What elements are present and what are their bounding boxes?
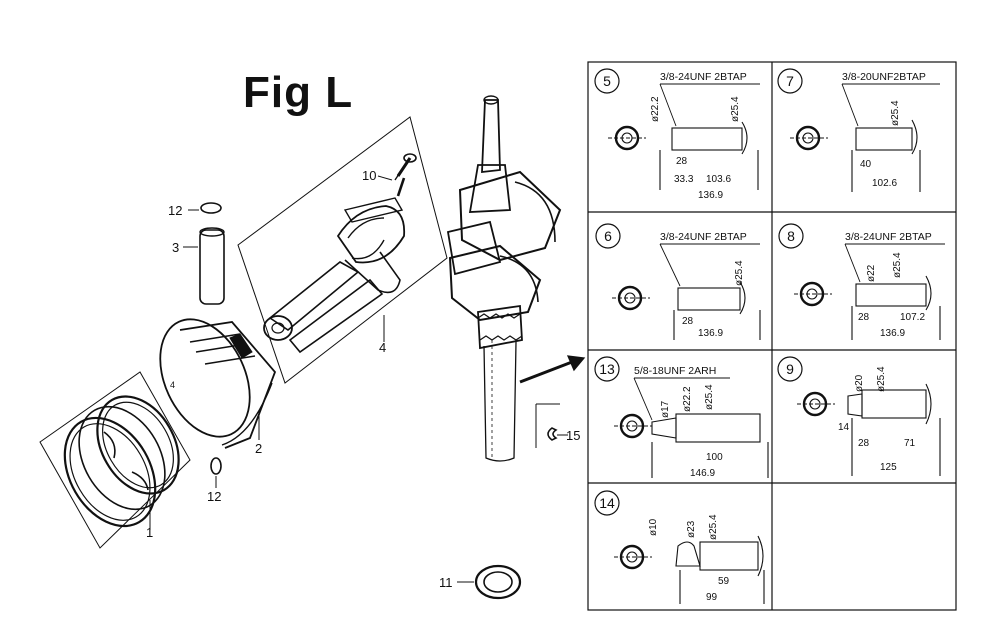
cell-13-dim-dia-17: ø17 [660,400,671,418]
connecting-rod-illustration [237,116,448,384]
cell-9-shaft-drawing [797,383,941,476]
cell-6-thread-label: 3/8-24UNF 2BTAP [660,231,747,243]
cell-7-dim-dia-25-4: ø25.4 [890,100,901,126]
crankshaft-options-grid [587,61,957,611]
callout-part-2: 2 [255,441,263,456]
cell-14-shaft-drawing [614,535,765,604]
cell-5-dim-33-3: 33.3 [674,174,694,185]
cell-13-dim-dia-25-4: ø25.4 [704,384,715,410]
callout-part-4: 4 [379,340,387,355]
crankshaft-illustration [446,95,562,462]
cell-5-thread-label: 3/8-24UNF 2BTAP [660,71,747,83]
pointer-arrow [519,355,586,384]
cell-5-dim-28: 28 [676,156,688,167]
cell-5-dim-136-9: 136.9 [698,190,723,201]
callout-part-11: 11 [439,575,453,590]
cell-7-shaft-drawing [790,119,921,192]
cell-8-number: 8 [787,228,795,244]
cell-6-shaft-drawing [612,281,761,340]
cell-5-dim-dia-25-4: ø25.4 [730,96,741,122]
cell-6-dim-28: 28 [682,316,694,327]
cell-14-dim-dia-23: ø23 [686,520,697,538]
cell-5-number: 5 [603,73,611,89]
figure-title: Fig L [243,68,354,117]
cell-9-dim-dia-25-4: ø25.4 [876,366,887,392]
cell-14-dim-dia-25-4: ø25.4 [708,514,719,540]
cell-6-number-circle [595,223,621,249]
callout-part-1: 1 [146,525,154,540]
cell-13-thread-label: 5/8-18UNF 2ARH [634,365,716,377]
cell-6-number: 6 [604,228,612,244]
cell-5-dim-103-6: 103.6 [706,174,731,185]
cell-8-dim-28: 28 [858,312,870,323]
cell-7-number-circle [777,68,803,94]
cell-8-dim-107-2: 107.2 [900,312,925,323]
cell-7-dim-102-6: 102.6 [872,178,897,189]
oil-seal-illustration [457,564,522,600]
callout-part-15: 15 [566,428,581,443]
cell-8-dim-dia-22: ø22 [866,264,877,282]
cell-5-shaft-drawing [608,121,759,190]
callout-part-12-bottom: 12 [207,489,222,504]
piston-rings-illustration [39,371,191,549]
cell-5-dim-dia-22-2: ø22.2 [650,96,661,122]
piston-pin-illustration [183,227,225,305]
piston-pin-clips-illustration [188,202,222,488]
cell-8-shaft-drawing [794,275,941,340]
cell-13-dim-100: 100 [706,452,723,463]
cell-13-number-circle [594,356,620,382]
cell-9-number: 9 [786,361,794,377]
callout-part-10: 10 [362,168,377,183]
cell-9-dim-dia-20: ø20 [854,374,865,392]
cell-8-dim-dia-25-4: ø25.4 [892,252,903,278]
cell-14-number-circle [594,490,620,516]
cell-7-dim-40: 40 [860,159,872,170]
cell-9-dim-28: 28 [858,438,870,449]
cell-9-dim-125: 125 [880,462,897,473]
cell-13-dim-dia-22-2: ø22.2 [682,386,693,412]
cell-8-dim-136-9: 136.9 [880,328,905,339]
cell-14-dim-dia-10: ø10 [648,518,659,536]
key-illustration [535,403,568,448]
cell-8-thread-label: 3/8-24UNF 2BTAP [845,231,932,243]
cell-5-number-circle [594,68,620,94]
cell-6-dim-136-9: 136.9 [698,328,723,339]
cell-7-thread-label: 3/8-20UNF2BTAP [842,71,926,83]
cell-7-number: 7 [786,73,794,89]
cell-6-dim-dia-25-4: ø25.4 [734,260,745,286]
callout-part-3: 3 [172,240,180,255]
piston-illustration: 4 [159,318,277,449]
cell-13-dim-146-9: 146.9 [690,468,715,479]
cell-9-dim-71: 71 [904,438,916,449]
cell-13-shaft-drawing [614,413,769,478]
cell-14-dim-99: 99 [706,592,718,603]
svg-text:4: 4 [170,380,175,390]
cell-9-dim-14: 14 [838,422,850,433]
cell-14-number: 14 [599,495,615,511]
cell-8-number-circle [778,223,804,249]
cell-14-dim-59: 59 [718,576,730,587]
callout-part-12-top: 12 [168,203,183,218]
cell-9-number-circle [777,356,803,382]
cell-13-number: 13 [599,361,615,377]
